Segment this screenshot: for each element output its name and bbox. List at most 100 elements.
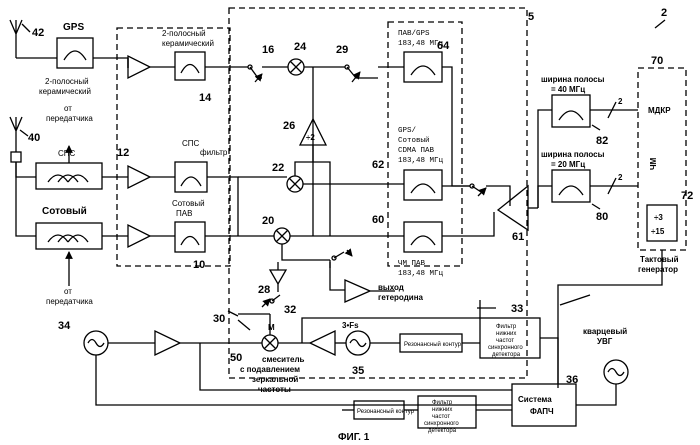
label-clock-2: генератор [638, 265, 678, 274]
ref-28: 28 [258, 284, 270, 296]
baseband-dashed-box [638, 68, 686, 250]
mixer-20 [274, 228, 290, 244]
label-lo-out-1: выход [378, 283, 404, 292]
label-bw40-2: = 40 МГц [551, 85, 585, 94]
label-fm: ЧМ [649, 157, 658, 170]
ref-29: 29 [336, 44, 348, 56]
label-mixer-m: M [268, 323, 275, 332]
label-bus-top: 2 [618, 97, 623, 106]
ceramic-filter-14 [175, 52, 205, 80]
label-pcs: СПС [58, 149, 76, 158]
ref-32: 32 [284, 304, 296, 316]
ref-72: 72 [681, 190, 693, 202]
label-lpf-upper-2: нижних [496, 331, 516, 337]
ref-80: 80 [596, 211, 608, 223]
figure-caption: ФИГ. 1 [338, 432, 370, 443]
label-gps: GPS [63, 22, 84, 33]
ref-10: 10 [193, 259, 205, 271]
label-mixer-desc-2: с подавлением [240, 365, 300, 374]
ref-14: 14 [199, 92, 212, 104]
gps-lna [128, 56, 150, 78]
ref-24: 24 [294, 41, 307, 53]
saw-filter-64 [404, 52, 442, 82]
label-fm-saw-1: ЧМ ПАВ [398, 260, 426, 268]
oscillator-35-icon [346, 331, 370, 355]
ref-82: 82 [596, 135, 608, 147]
buffer-amp [270, 270, 286, 284]
ref-30: 30 [213, 313, 225, 325]
ref-26: 26 [283, 120, 295, 132]
label-pcs-filter-2: фильтр [200, 148, 228, 157]
cellular-duplexer [36, 223, 102, 249]
mixer-24 [288, 59, 304, 75]
label-lpf-lower-1: Фильтр [432, 400, 453, 406]
label-from-tx-top-2: передатчика [46, 114, 93, 123]
label-pcs-filter-1: СПС [182, 139, 200, 148]
label-pll-1: Система [518, 395, 552, 404]
label-div3: ÷3 [654, 213, 663, 222]
antenna-40-icon [10, 117, 22, 162]
xtal-osc-icon [604, 360, 628, 384]
label-gps-cdma-3: CDMA ПАВ [398, 147, 435, 155]
label-bw20-1: ширина полосы [541, 150, 605, 159]
antenna-42-icon [10, 20, 22, 58]
ref-42: 42 [32, 27, 44, 39]
ref-50: 50 [230, 352, 242, 364]
ref-22: 22 [272, 162, 284, 174]
ref-5: 5 [528, 11, 534, 23]
label-saw-gps-1: ПАВ/GPS [398, 30, 430, 38]
ref-34: 34 [58, 320, 71, 332]
ref-20: 20 [262, 215, 274, 227]
amplifier-61 [498, 186, 528, 230]
saw-filter-60 [404, 222, 442, 252]
label-ceramic-mid-1: 2-полосный [162, 29, 206, 38]
label-div15: ÷15 [651, 227, 665, 236]
label-mdkr: МДКР [648, 106, 671, 115]
ref-70: 70 [651, 55, 663, 67]
label-mixer-desc-3: зеркальной [252, 375, 298, 384]
cellular-lna [128, 225, 150, 247]
label-lpf-upper-1: Фильтр [496, 324, 517, 330]
label-pll-2: ФАПЧ [530, 407, 554, 416]
label-gps-cdma-2: Сотовый [398, 136, 430, 145]
label-mixer-desc-1: смеситель [262, 355, 305, 364]
label-bw20-2: = 20 МГц [551, 160, 585, 169]
osc-amp [310, 331, 335, 355]
vco-34-icon [84, 331, 108, 355]
label-from-tx-bot-2: передатчика [46, 297, 93, 306]
label-lpf-upper-4: синхронного [488, 345, 523, 351]
label-xtal-2: УВГ [597, 337, 613, 346]
label-div2: ÷2 [306, 133, 315, 142]
ref-40: 40 [28, 132, 40, 144]
pcs-duplexer [36, 163, 102, 189]
label-lpf-lower-2: нижних [432, 407, 452, 413]
ref-62: 62 [372, 159, 384, 171]
label-xtal-1: кварцевый [583, 327, 627, 336]
ref-36: 36 [566, 374, 578, 386]
label-saw-gps-2: 183,48 МГц [398, 40, 444, 48]
label-lpf-upper-3: частот [496, 338, 514, 344]
label-lpf-lower-4: синхронного [424, 421, 459, 427]
mixer-22 [287, 176, 303, 192]
saw-filter-62 [404, 170, 442, 200]
ref-35: 35 [352, 365, 364, 377]
switch-29-arrow [352, 72, 360, 82]
label-gps-cdma-1: GPS/ [398, 127, 417, 135]
frontend-dashed-box [117, 28, 230, 266]
ref-12: 12 [117, 147, 129, 159]
label-ceramic-left-1: 2-полосный [45, 77, 89, 86]
vco-amp [155, 331, 180, 355]
label-cellular: Сотовый [42, 206, 87, 217]
label-cell-saw-2: ПАВ [176, 209, 192, 218]
label-mixer-desc-4: частоты [258, 385, 291, 394]
ref-33: 33 [511, 303, 523, 315]
ref-61: 61 [512, 231, 524, 243]
label-res-contour-upper: Резонансный контур [404, 341, 462, 348]
label-ceramic-left-2: керамический [39, 87, 91, 96]
pll-36 [512, 384, 576, 426]
label-ceramic-mid-2: керамический [162, 39, 214, 48]
label-lo-out-2: гетеродина [378, 293, 424, 302]
ref-16: 16 [262, 44, 274, 56]
lo-output-buffer [345, 280, 370, 302]
